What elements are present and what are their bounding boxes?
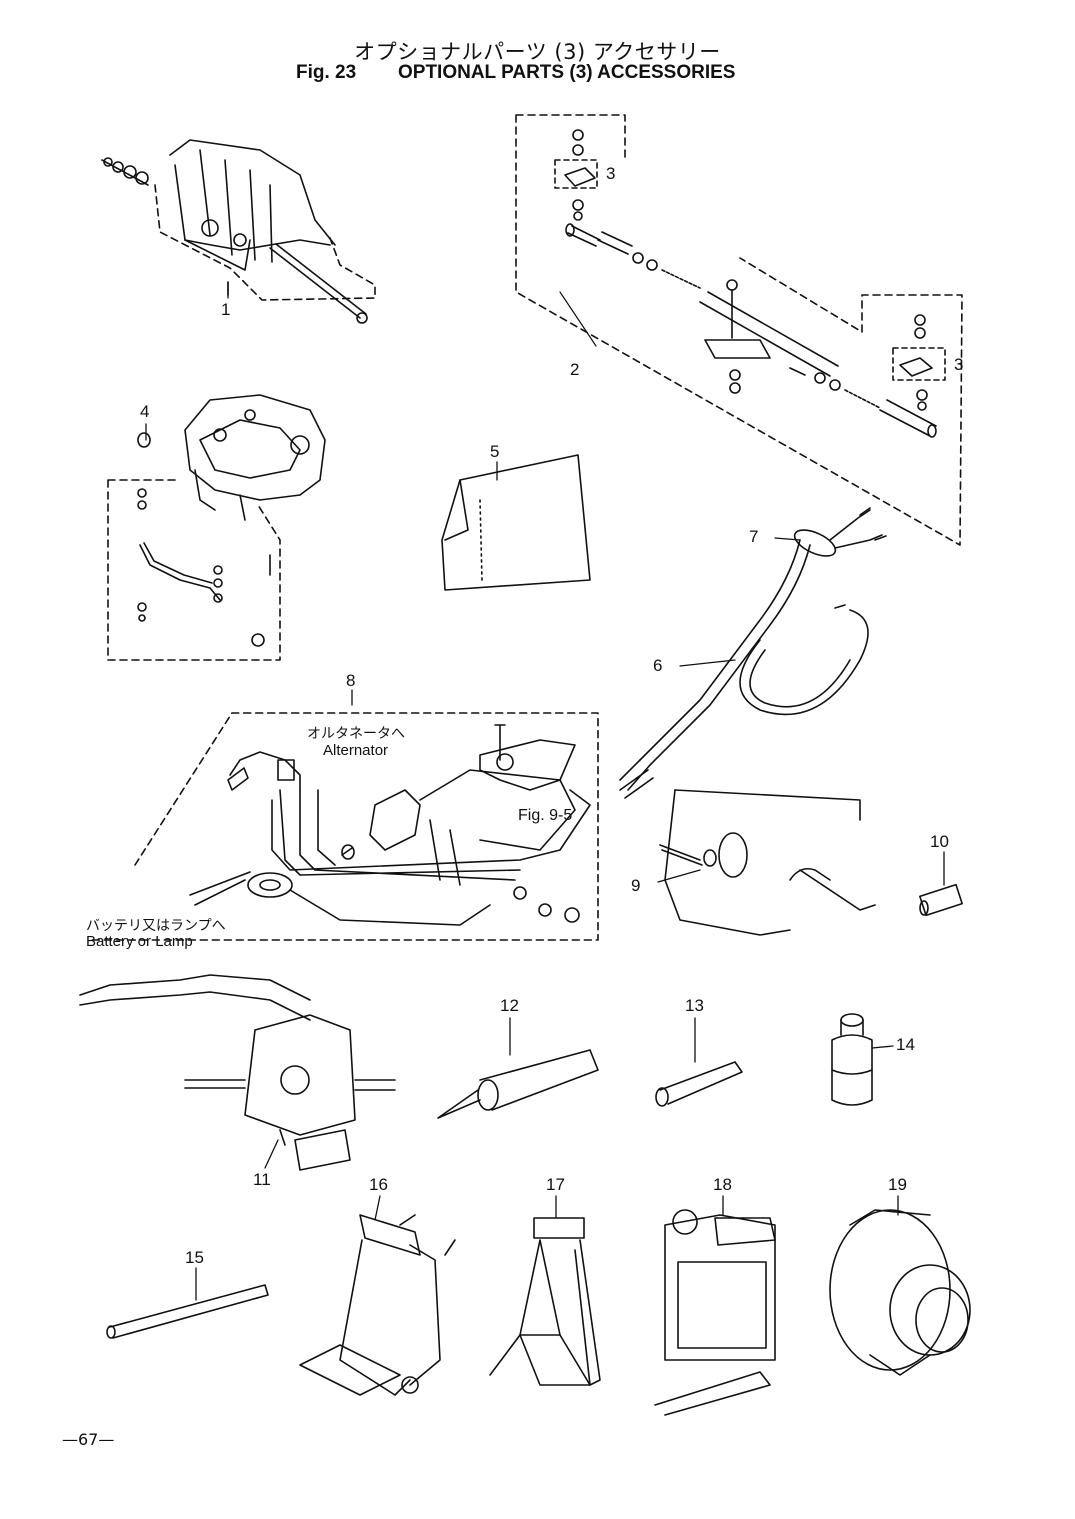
part-16-stand-drawing [299,1214,456,1396]
figure-number: Fig. 23 [296,62,357,83]
callout-13: 13 [685,996,704,1015]
callout-1: 1 [221,300,231,319]
callout-9: 9 [631,876,641,895]
callout-8: 8 [346,671,356,690]
part-4-linkage-drawing [107,394,326,661]
part-9-10-cowl-drawing [659,789,963,936]
callout-11: 11 [253,1170,271,1189]
part-2-3-tilt-stay-drawing [515,114,963,546]
callout-6: 6 [653,656,663,675]
part-15-rod-drawing [106,1284,269,1339]
note-alternator-jp: オルタネータへ [307,726,405,742]
part-18-container-drawing [654,1209,776,1416]
callout-3-upper: 3 [606,164,616,183]
callout-12: 12 [500,996,519,1015]
part-12-tube-drawing [437,1049,599,1119]
callout-3-lower: 3 [954,355,964,374]
page-title-english: OPTIONAL PARTS (3) ACCESSORIES [398,62,736,83]
note-alternator-en: Alternator [323,742,389,759]
leader-lines [145,281,945,1301]
part-19-attachment-drawing [829,1209,971,1376]
callout-4: 4 [140,402,150,421]
callout-17: 17 [546,1175,565,1194]
part-6-7-cable-drawing [619,507,887,799]
part-17-stand-drawing [489,1217,601,1386]
part-11-connector-drawing [79,974,396,1171]
callout-2: 2 [570,360,580,379]
part-8-harness-drawing [89,712,599,941]
note-battery-jp: バッテリ又はランプへ [86,918,226,934]
part-5-bag-drawing [441,454,591,591]
part-14-bottle-drawing [831,1013,873,1106]
page-number: —67— [62,1430,115,1449]
page-title-japanese: オプショナルパーツ (3) アクセサリー [354,40,721,64]
part-13-tube-drawing [655,1061,743,1107]
callout-10: 10 [930,832,949,851]
note-battery-en: Battery or Lamp [86,933,193,950]
callout-14: 14 [896,1035,915,1054]
callout-19: 19 [888,1175,907,1194]
callout-15: 15 [185,1248,204,1267]
callout-5: 5 [490,442,500,461]
callout-18: 18 [713,1175,732,1194]
part-1-bracket-drawing [101,139,376,324]
callout-7: 7 [749,527,759,546]
note-fig-reference: Fig. 9-5 [518,807,573,824]
callout-16: 16 [369,1175,388,1194]
